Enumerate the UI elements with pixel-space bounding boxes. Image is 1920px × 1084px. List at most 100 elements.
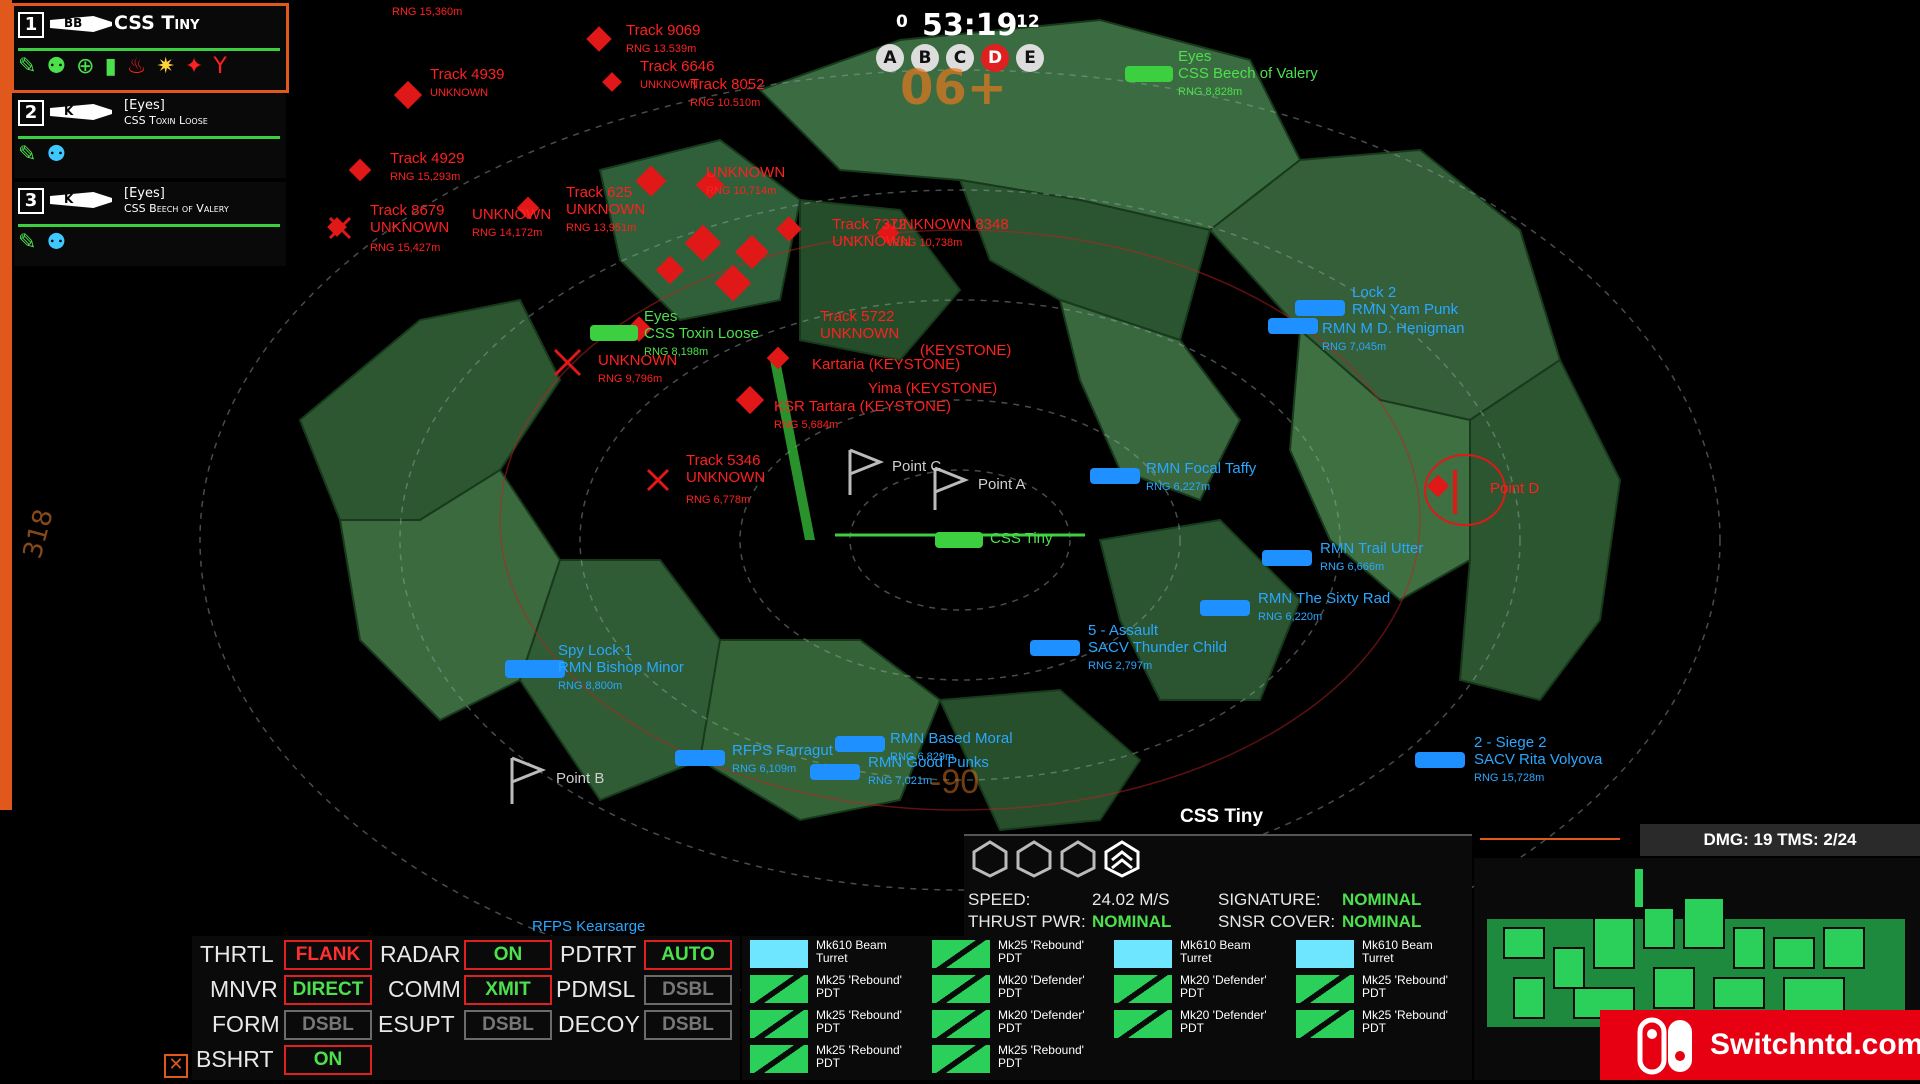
chevron-up-icon[interactable]: [1016, 840, 1052, 878]
pdt-icon: [750, 975, 808, 1003]
weapon-slot[interactable]: Mk25 'Rebound'PDT: [928, 1043, 1098, 1075]
fire-icon[interactable]: ♨: [126, 54, 151, 79]
objective-c: C: [946, 44, 974, 72]
weapon-slot[interactable]: Mk25 'Rebound'PDT: [928, 938, 1098, 970]
weapon-slot[interactable]: Mk25 'Rebound'PDT: [746, 1043, 916, 1075]
pdturret-button[interactable]: AUTO: [644, 940, 732, 970]
fleet-slot-1[interactable]: 1 BB CSS Tiny ✎⚉⊕▮♨✷✦Y: [11, 3, 289, 93]
weapon-slot[interactable]: Mk20 'Defender'PDT: [928, 1008, 1098, 1040]
ammo-icon[interactable]: ▮: [104, 54, 121, 79]
chevron-up-icon[interactable]: [1104, 840, 1140, 878]
weapon-slot[interactable]: Mk20 'Defender'PDT: [928, 973, 1098, 1005]
decoy-button[interactable]: DSBL: [644, 1010, 732, 1040]
mine-icon[interactable]: ✦: [184, 54, 208, 79]
point-d-label[interactable]: Point D: [1490, 480, 1540, 497]
throttle-button[interactable]: FLANK: [284, 940, 372, 970]
fleet-slot-2[interactable]: 2 K [Eyes] CSS Toxin Loose ✎⚉: [14, 94, 286, 178]
contact-label[interactable]: KSR Tartara (KEYSTONE)RNG 5,684m: [774, 398, 951, 431]
friendly-label[interactable]: RFPS Kearsarge: [532, 918, 646, 935]
weapon-slot[interactable]: Mk25 'Rebound'PDT: [1292, 973, 1462, 1005]
battleshort-label: BSHRT: [196, 1046, 274, 1072]
contact-label[interactable]: Kartaria (KEYSTONE): [812, 356, 961, 373]
antenna-icon[interactable]: Y: [213, 54, 231, 79]
pdt-icon: [1296, 975, 1354, 1003]
beam-turret-icon: [750, 940, 808, 968]
maneuver-button[interactable]: DIRECT: [284, 975, 372, 1005]
contact-label[interactable]: RNG 6,778m: [686, 494, 751, 506]
ship-order-icons: ✎⚉: [18, 230, 76, 255]
pdmissile-button[interactable]: DSBL: [644, 975, 732, 1005]
objective-a: A: [876, 44, 904, 72]
repair-icon[interactable]: ✎: [18, 230, 41, 255]
burst-icon[interactable]: ✷: [156, 54, 179, 79]
contact-label[interactable]: RNG 15,427m: [370, 242, 441, 254]
esupport-label: ESUPT: [378, 1011, 455, 1037]
esupport-button[interactable]: DSBL: [464, 1010, 552, 1040]
close-icon[interactable]: ✕: [164, 1054, 188, 1078]
repair-icon[interactable]: ✎: [18, 54, 41, 79]
repair-icon[interactable]: ✎: [18, 142, 41, 167]
weapon-slot[interactable]: Mk25 'Rebound'PDT: [746, 1008, 916, 1040]
point-a-label[interactable]: Point A: [978, 476, 1026, 493]
crew-icon[interactable]: ⚉: [46, 142, 71, 167]
weapon-slot[interactable]: Mk20 'Defender'PDT: [1110, 973, 1280, 1005]
target-icon[interactable]: ⊕: [76, 54, 99, 79]
formation-button[interactable]: DSBL: [284, 1010, 372, 1040]
chevron-up-icon[interactable]: [972, 840, 1008, 878]
contact-label[interactable]: (KEYSTONE): [920, 342, 1012, 359]
contact-label[interactable]: Yima (KEYSTONE): [868, 380, 998, 397]
weapon-label: Mk25 'Rebound'PDT: [1362, 973, 1448, 1000]
weapon-slot[interactable]: Mk25 'Rebound'PDT: [746, 973, 916, 1005]
crew-icon[interactable]: ⚉: [46, 54, 71, 79]
chevron-up-icon[interactable]: [1060, 840, 1096, 878]
contact-label[interactable]: RNG 13,951m: [566, 222, 637, 234]
battleshort-button[interactable]: ON: [284, 1045, 372, 1075]
own-ship-label[interactable]: CSS Tiny: [990, 530, 1053, 547]
signature-value: NOMINAL: [1342, 890, 1422, 909]
left-accent-bar: [0, 0, 12, 810]
weapon-slot[interactable]: Mk25 'Rebound'PDT: [1292, 1008, 1462, 1040]
point-c-label[interactable]: Point C: [892, 458, 942, 475]
point-b-label[interactable]: Point B: [556, 770, 605, 787]
comm-button[interactable]: XMIT: [464, 975, 552, 1005]
fleet-slot-3[interactable]: 3 K [Eyes] CSS Beech of Valery ✎⚉: [14, 182, 286, 266]
radar-button[interactable]: ON: [464, 940, 552, 970]
crew-icon[interactable]: ⚉: [46, 230, 71, 255]
contact-label[interactable]: RNG 15,360m: [392, 6, 463, 18]
weapon-slot[interactable]: Mk20 'Defender'PDT: [1110, 1008, 1280, 1040]
watermark-banner: [1600, 1010, 1920, 1080]
pdt-icon: [1296, 1010, 1354, 1038]
